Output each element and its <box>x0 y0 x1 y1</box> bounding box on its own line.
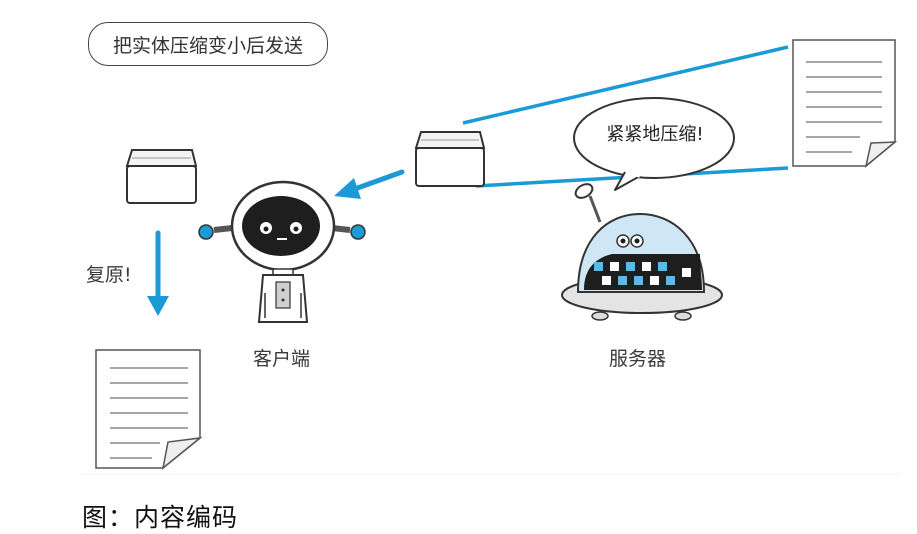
server-document-icon <box>792 39 898 168</box>
arrow-down-icon <box>147 230 169 316</box>
arrow-left-icon <box>334 169 405 199</box>
figure-caption: 图：内容编码 <box>82 503 239 532</box>
restored-document-icon <box>95 349 203 470</box>
server-label: 服务器 <box>609 348 667 370</box>
speech-bubble <box>573 97 735 191</box>
client-robot-icon <box>198 180 366 323</box>
title-pill: 把实体压缩变小后发送 <box>88 22 328 66</box>
compressed-box-icon <box>414 131 486 187</box>
client-box-icon <box>125 149 198 204</box>
restore-label: 复原! <box>86 264 132 286</box>
speech-bubble-text: 紧紧地压缩! <box>606 124 704 145</box>
client-label: 客户端 <box>253 348 311 370</box>
server-robot-icon <box>561 183 723 321</box>
